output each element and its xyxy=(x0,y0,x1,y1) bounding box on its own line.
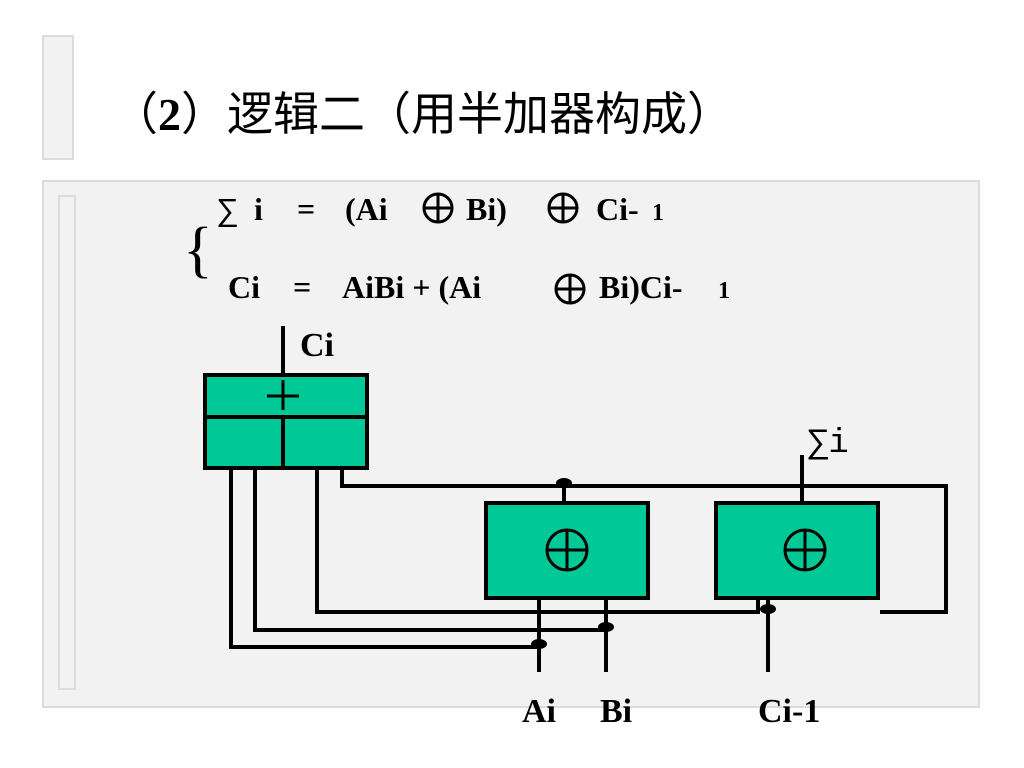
eq1-lhs: i xyxy=(254,191,263,227)
junction-dots xyxy=(531,478,776,649)
left-decor-bar-inner xyxy=(58,195,76,690)
equation-sum: ∑ i = (Ai Bi) Ci- 1 xyxy=(218,191,664,230)
content-panel xyxy=(42,180,980,708)
slide-title: （2）逻辑二（用半加器构成） xyxy=(112,92,733,138)
circuit xyxy=(229,326,948,672)
sum-output-label: ∑i xyxy=(808,425,849,463)
eq2-subscript: 1 xyxy=(718,278,730,304)
xor-operator-icon xyxy=(422,192,454,224)
carry-loop-wire xyxy=(340,468,948,614)
ci-output-label: Ci xyxy=(300,327,334,364)
eq2-lhs: Ci xyxy=(228,269,260,305)
title-number: 2 xyxy=(158,89,181,140)
junction-dot xyxy=(556,478,572,488)
eq2-part2: Bi)Ci- xyxy=(599,269,683,305)
title-paren-close: ） xyxy=(181,89,227,140)
eq1-subscript: 1 xyxy=(652,200,664,226)
junction-dot xyxy=(760,604,776,614)
equation-carry: Ci = AiBi + (Ai Bi)Ci- 1 xyxy=(228,269,730,305)
xor-icon xyxy=(545,528,589,572)
input-ci-1-label: Ci-1 xyxy=(758,693,820,730)
svg-text:{: { xyxy=(183,216,213,284)
input-ai-label: Ai xyxy=(522,693,556,730)
xor-operator-icon xyxy=(547,192,579,224)
eq2-part1: AiBi + (Ai xyxy=(342,269,481,305)
eq1-equals: = xyxy=(297,191,315,227)
title-paren-open: （ xyxy=(112,89,158,140)
xor-operator-icon xyxy=(554,273,586,305)
and-or-gate xyxy=(203,373,369,470)
left-decor-bar-top xyxy=(42,35,74,160)
xor-icon xyxy=(783,528,827,572)
equation-brace: { xyxy=(183,216,213,284)
eq1-part1: (Ai xyxy=(345,191,388,227)
and2-input-wire xyxy=(253,468,606,632)
input-bi-label: Bi xyxy=(600,693,632,730)
title-text: 逻辑二（用半加器构成） xyxy=(227,89,733,140)
xor-gate-2 xyxy=(714,501,880,600)
sigma-symbol: ∑ xyxy=(218,193,237,230)
junction-dot xyxy=(598,622,614,632)
or-plus-icon xyxy=(267,380,299,410)
eq2-equals: = xyxy=(293,269,311,305)
eq1-part2: Bi) xyxy=(466,191,507,227)
eq1-part3: Ci- xyxy=(596,191,639,227)
junction-dot xyxy=(531,639,547,649)
and1-input-wire xyxy=(229,468,539,649)
xor-gate-1 xyxy=(484,501,650,600)
